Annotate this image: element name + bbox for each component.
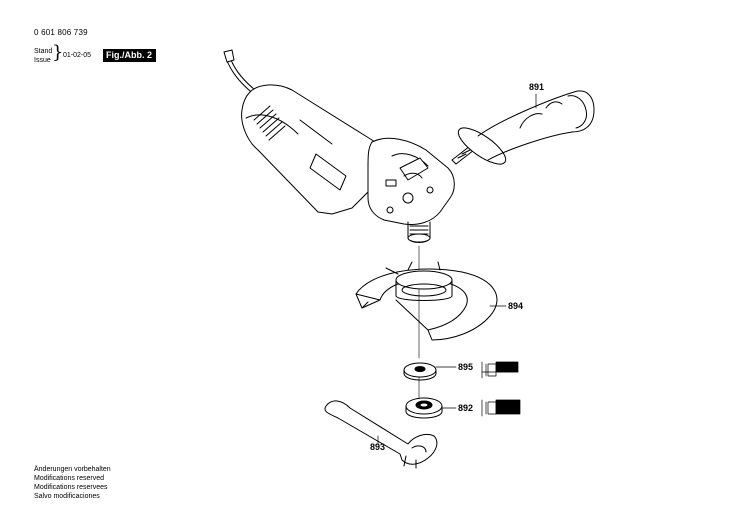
- protection-guard-894: [355, 261, 498, 341]
- side-handle-891: [451, 90, 595, 165]
- power-cord: [223, 49, 255, 93]
- disclaimer-line-de: Änderungen vorbehalten: [34, 466, 111, 473]
- figure-label: Fig./Abb. 2: [103, 49, 156, 62]
- stand-label: Stand: [34, 48, 53, 55]
- clamping-nut-892: [405, 397, 443, 419]
- two-pin-spanner-893: [324, 400, 438, 469]
- disclaimer-line-es: Salvo modificaciones: [34, 493, 100, 500]
- callout-893: 893: [370, 442, 386, 452]
- callout-894: 894: [508, 301, 524, 311]
- disclaimer-line-fr: Modifications reservees: [34, 484, 108, 491]
- callout-891: 891: [529, 82, 545, 92]
- disclaimer-line-en: Modifications reserved: [34, 475, 105, 482]
- callout-895: 895: [458, 362, 474, 372]
- issue-date: 01-02-05: [63, 52, 92, 59]
- brace-icon: }: [52, 42, 64, 63]
- issue-label: Issue: [34, 57, 51, 64]
- nut-thread-symbol: [481, 399, 521, 417]
- leader-lines: [377, 93, 537, 445]
- inner-flange-895: [403, 362, 437, 381]
- angle-grinder-body: [241, 84, 455, 243]
- stand-issue-block: Stand Issue: [34, 47, 52, 65]
- disclaimer-footer: Änderungen vorbehalten Modifications res…: [34, 465, 111, 501]
- callout-892: 892: [458, 403, 474, 413]
- part-number: 0 601 806 739: [34, 28, 88, 37]
- flange-thread-symbol: [481, 361, 519, 379]
